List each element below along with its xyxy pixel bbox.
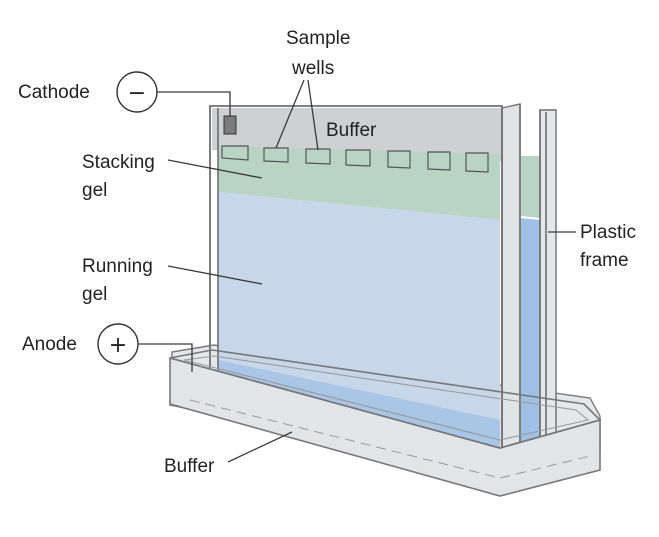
tray-rim-inner [183, 355, 590, 441]
stacking-gel-label-line2: gel [82, 180, 107, 201]
running-gel-label-line1: Running [82, 256, 153, 277]
cathode-label: Cathode [18, 82, 90, 103]
frame-side-stacking [520, 156, 540, 218]
sample-wells-leader-right [307, 79, 319, 151]
plastic-frame-label-line1: Plastic [580, 222, 636, 243]
sample-well [263, 147, 289, 163]
sample-wells-leader-left [275, 79, 305, 149]
sample-well [345, 149, 371, 167]
running-gel-leader [167, 265, 263, 285]
anode-sign: + [109, 333, 127, 358]
sample-well [465, 152, 489, 173]
buffer-bottom-label: Buffer [164, 456, 215, 477]
sample-wells-label-line1: Sample [286, 28, 350, 49]
sample-well [427, 151, 451, 171]
frame-side-upper [501, 103, 521, 477]
frame-side-outer [539, 109, 557, 479]
buffer-bottom-leader [227, 431, 293, 463]
sample-wells-label-line2: wells [291, 58, 334, 79]
plastic-frame-label-line2: frame [580, 250, 629, 271]
cathode-electrode [223, 115, 237, 135]
sample-wells [221, 145, 489, 173]
anode-label: Anode [22, 334, 77, 355]
stacking-gel-leader [167, 159, 263, 179]
sample-well [221, 145, 249, 161]
frame-side-running [520, 218, 540, 478]
anode-lead [138, 343, 193, 372]
cathode-sign: − [128, 81, 146, 106]
sample-well [305, 148, 331, 165]
buffer-top-label: Buffer [326, 120, 377, 141]
cathode-lead [157, 91, 231, 116]
stacking-gel-label-line1: Stacking [82, 152, 155, 173]
sample-well [387, 150, 411, 169]
tray-rim [169, 349, 602, 449]
running-gel-label-line2: gel [82, 284, 107, 305]
